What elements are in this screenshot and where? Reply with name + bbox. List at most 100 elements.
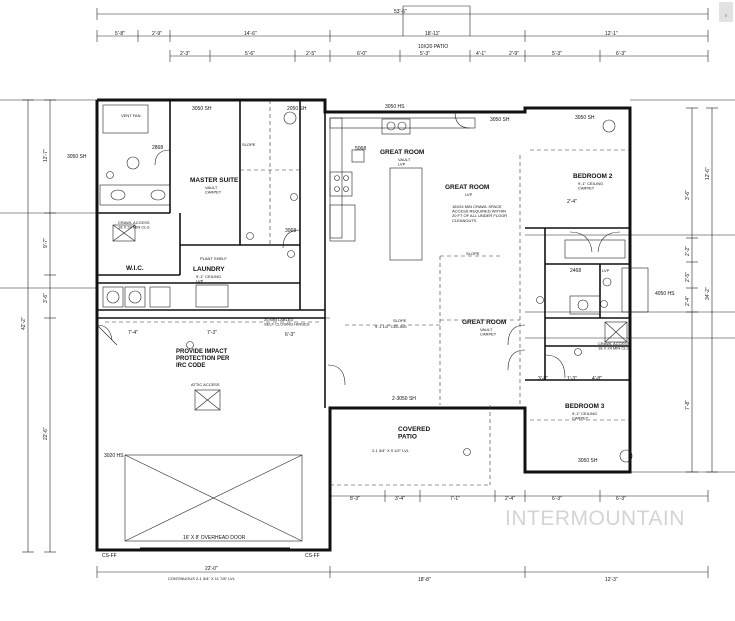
- laundry-appliances: [102, 284, 229, 308]
- note-continuous: CONTINUOUS 2-1 3/4" X 11 7/8" LVL: [168, 576, 236, 581]
- interior-walls: [97, 100, 630, 408]
- note-plant-shelf: PLANT SHELF: [200, 256, 227, 261]
- window-tags: 3050 SH 2050 SH 3050 HS 3050 SH 3050 SH …: [67, 104, 675, 464]
- dim-overall-width: 53'-6": [394, 9, 407, 15]
- dim-bottom-row-b: 3'-4": [395, 496, 405, 502]
- dim-right-a: 12'-6": [705, 167, 711, 180]
- dim-mid-b: 7'-3": [207, 330, 217, 336]
- note-slope-a: SLOPE: [242, 142, 256, 147]
- tag-door-3068: 3068: [285, 228, 296, 234]
- tag-door-2868: 2868: [152, 145, 163, 151]
- note-vent-fan: VENT FAN: [121, 113, 141, 118]
- tag-window-kitchen: 3050 HS: [385, 104, 405, 110]
- ceiling-lines: [105, 100, 630, 486]
- dim-right-d: 2'-4": [685, 296, 691, 306]
- dim-mid-c: 6'-3": [285, 332, 295, 338]
- watermark-icon: [719, 2, 733, 22]
- tag-door-5068: 5068: [355, 146, 366, 152]
- note-slope-c: SLOPE: [393, 318, 407, 323]
- dim-row2-i: 6'-3": [616, 51, 626, 57]
- dim-row2-f: 4'-1": [476, 51, 486, 57]
- dim-bottom-row-d: 2'-4": [505, 496, 515, 502]
- dim-left-top-a: 5'-8": [115, 31, 125, 37]
- dim-right-b: 2'-2": [685, 246, 691, 256]
- room-great-room-kitchen: GREAT ROOM: [380, 149, 424, 156]
- dim-bottom-row-c: 7'-1": [450, 496, 460, 502]
- tag-window-master-top: 3050 SH: [192, 106, 212, 112]
- note-lvp: LVP: [602, 268, 610, 273]
- tag-window-bath2: 4050 HS: [655, 291, 675, 297]
- room-bedroom3: BEDROOM 3: [565, 403, 605, 410]
- note-attic: ATTIC ACCESS: [191, 382, 220, 387]
- dim-bed-d: 4'-8": [592, 376, 602, 382]
- fixtures: [106, 111, 633, 463]
- dim-top-master: 14'-6": [244, 31, 257, 37]
- room-bedroom2: BEDROOM 2: [573, 173, 613, 180]
- dim-left-a: 12'-7": [43, 149, 49, 162]
- dim-right-c: 2'-5": [685, 272, 691, 282]
- tag-door-2468: 2468: [570, 268, 581, 274]
- dim-cs-ff-right: CS-FF: [305, 553, 320, 559]
- dim-mid-a: 7'-4": [128, 330, 138, 336]
- room-great-room-main: GREAT ROOM: [445, 184, 489, 191]
- dim-top-patio: 18'-11": [425, 31, 440, 37]
- room-great-room-living: GREAT ROOM: [462, 319, 506, 326]
- tag-window-garage: 3020 HS: [104, 453, 124, 459]
- garage: [96, 324, 303, 549]
- dim-left-b: 9'-7": [43, 238, 49, 248]
- dim-row2-g: 2'-9": [509, 51, 519, 57]
- tag-window-great-bottom: 2-3050 SH: [392, 396, 416, 402]
- note-ceiling: 9'-1 1/2" CEILING: [375, 324, 407, 329]
- dim-bed-b: 3'-8": [538, 376, 548, 382]
- note-overhead: 16' X 8' OVERHEAD DOOR: [183, 535, 246, 541]
- kitchen: [329, 117, 476, 261]
- room-laundry: LAUNDRY: [193, 266, 225, 273]
- dim-left-c: 3'-6": [43, 293, 49, 303]
- room-great-room-main-sub: LVP: [465, 192, 473, 197]
- note-slope-b: SLOPE: [466, 251, 480, 256]
- dim-right-overall: 34'-2": [705, 287, 711, 300]
- note-beam: 2-1 3/4" X 9 1/2" LVL: [372, 448, 410, 453]
- tag-window-master-top2: 2050 SH: [287, 106, 307, 112]
- dim-row2-a: 2'-3": [180, 51, 190, 57]
- room-wic: W.I.C.: [126, 265, 144, 272]
- dim-right-f: 3'-6": [685, 190, 691, 200]
- dim-row2-d: 6'-0": [357, 51, 367, 57]
- closets: [154, 111, 626, 386]
- dim-row2-c: 2'-5": [306, 51, 316, 57]
- tag-window-great-top: 3050 SH: [490, 117, 510, 123]
- dim-cs-ff-left: CS-FF: [102, 553, 117, 559]
- dim-bed-a: 2'-4": [567, 199, 577, 205]
- tag-window-bed3: 3050 SH: [578, 458, 598, 464]
- room-master-suite: MASTER SUITE: [190, 177, 239, 184]
- dim-left-garage: 22'-6": [43, 427, 49, 440]
- dim-bottom-row-a: 8'-3": [350, 496, 360, 502]
- dim-bottom-garage: 22'-0": [205, 566, 218, 572]
- exterior-walls: [95, 98, 632, 552]
- dim-left-overall: 42'-2": [21, 317, 27, 330]
- dim-bottom-great: 18'-8": [418, 577, 431, 583]
- dim-bed-c: 1'-3": [567, 376, 577, 382]
- dim-bottom-row-e: 6'-3": [552, 496, 562, 502]
- dim-left-top-b: 2'-9": [152, 31, 162, 37]
- bathrooms: [99, 104, 649, 343]
- dimension-text: 53'-6" 18'-11" 10X20 PATIO 12'-1" 5'-8" …: [21, 9, 711, 583]
- dim-right-e: 7'-8": [685, 400, 691, 410]
- dim-bottom-row-f: 6'-3": [616, 496, 626, 502]
- dim-row2-e: 5'-3": [420, 51, 430, 57]
- tag-window-bed2: 3050 SH: [575, 115, 595, 121]
- tag-window-master-left: 3050 SH: [67, 154, 87, 160]
